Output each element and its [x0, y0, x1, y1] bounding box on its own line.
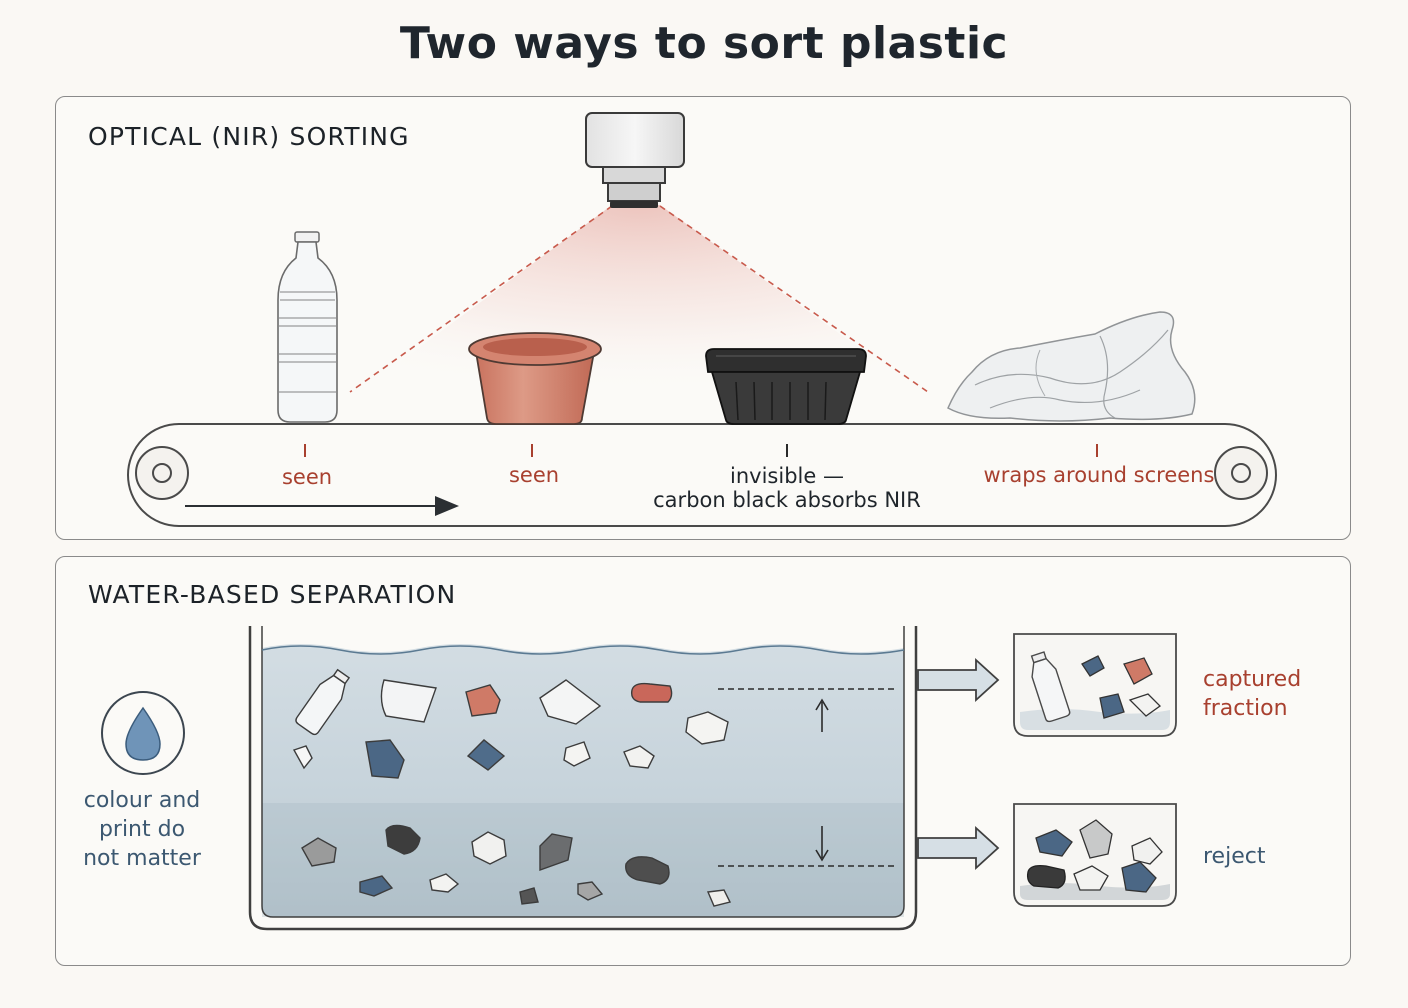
reject-bin-icon — [1013, 803, 1177, 907]
floating-flakes — [292, 668, 729, 779]
label-ticks — [304, 444, 1098, 457]
reject-label: reject — [1203, 844, 1266, 869]
sink-arrow-icon — [718, 826, 896, 867]
tray-label-line1: invisible — — [730, 464, 844, 488]
water-heading: WATER-BASED SEPARATION — [88, 580, 457, 609]
outflow-arrows — [917, 657, 1000, 871]
nir-heading: OPTICAL (NIR) SORTING — [88, 122, 410, 151]
page-title: Two ways to sort plastic — [399, 18, 1009, 69]
conveyor-belt-icon — [127, 423, 1277, 527]
captured-label-line2: fraction — [1203, 696, 1288, 721]
flower-pot-icon — [468, 332, 602, 425]
note-line2: print do — [98, 817, 186, 842]
float-arrow-icon — [718, 688, 896, 732]
bottle-label: seen — [281, 465, 333, 489]
water-drop-icon — [101, 691, 185, 775]
black-tray-icon — [705, 348, 867, 425]
sinking-flakes — [301, 824, 732, 907]
captured-bin-icon — [1013, 633, 1177, 737]
plastic-film-icon — [947, 311, 1196, 422]
bottle-icon — [277, 231, 338, 423]
nir-camera-icon — [585, 112, 685, 208]
pot-label: seen — [508, 463, 560, 487]
captured-label-line1: captured — [1203, 667, 1302, 692]
tray-label-line2: carbon black absorbs NIR — [653, 488, 921, 512]
film-label: wraps around screens — [983, 463, 1215, 487]
note-line1: colour and — [83, 788, 201, 813]
note-line3: not matter — [83, 846, 201, 871]
